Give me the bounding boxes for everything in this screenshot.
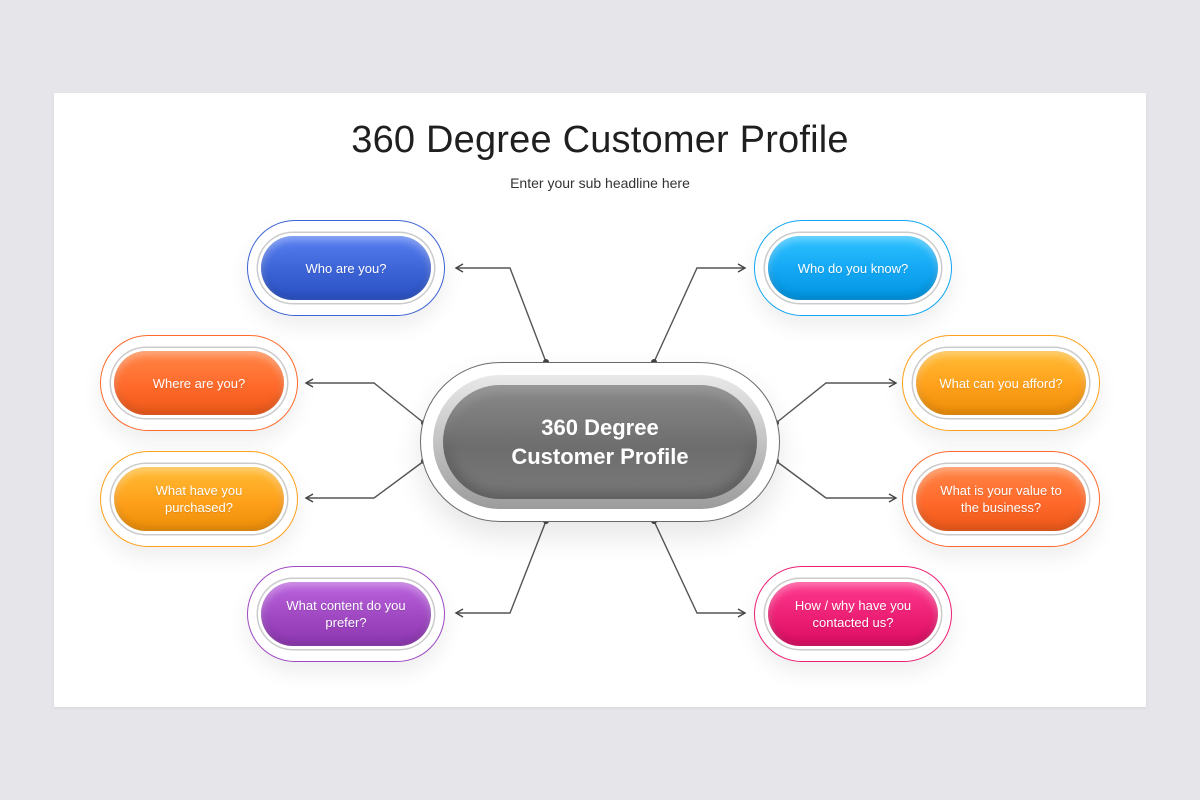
center-node: 360 Degree Customer Profile [420,362,780,522]
node-label: Who are you? [305,260,387,276]
node-who-are-you[interactable]: Who are you? [247,220,445,316]
node-pill: How / why have you contacted us? [768,582,938,646]
connector-afford [775,378,898,424]
node-pill: What is your value to the business? [916,467,1086,531]
center-core: 360 Degree Customer Profile [443,385,757,499]
node-pill: What content do you prefer? [261,582,431,646]
node-label: What is your value to the business? [940,483,1062,515]
node-who-do-you-know[interactable]: Who do you know? [754,220,952,316]
node-pill: Who are you? [261,236,431,300]
connector-contacted [653,520,747,618]
node-label: What can you afford? [939,375,1063,391]
node-label: Where are you? [152,375,246,391]
node-what-is-your-value[interactable]: What is your value to the business? [902,451,1100,547]
node-what-have-you-purchased[interactable]: What have you purchased? [100,451,298,547]
connector-value [775,460,898,503]
node-what-content-do-you-prefer[interactable]: What content do you prefer? [247,566,445,662]
node-how-why-contacted[interactable]: How / why have you contacted us? [754,566,952,662]
node-pill: What can you afford? [916,351,1086,415]
node-label: How / why have you contacted us? [794,598,912,630]
connector-content-prefer [454,520,547,618]
node-label: What have you purchased? [155,483,243,515]
node-pill: What have you purchased? [114,467,284,531]
page-subtitle: Enter your sub headline here [510,175,690,191]
connector-who-are-you [454,263,547,363]
connector-who-know [653,263,747,363]
node-label: What content do you prefer? [286,598,406,630]
connector-where-are-you [304,378,425,424]
node-label: Who do you know? [797,260,909,276]
connector-what-purchased [304,460,425,503]
node-pill: Who do you know? [768,236,938,300]
center-label: 360 Degree Customer Profile [511,415,689,469]
node-where-are-you[interactable]: Where are you? [100,335,298,431]
node-pill: Where are you? [114,351,284,415]
page-title: 360 Degree Customer Profile [351,119,849,161]
node-what-can-you-afford[interactable]: What can you afford? [902,335,1100,431]
